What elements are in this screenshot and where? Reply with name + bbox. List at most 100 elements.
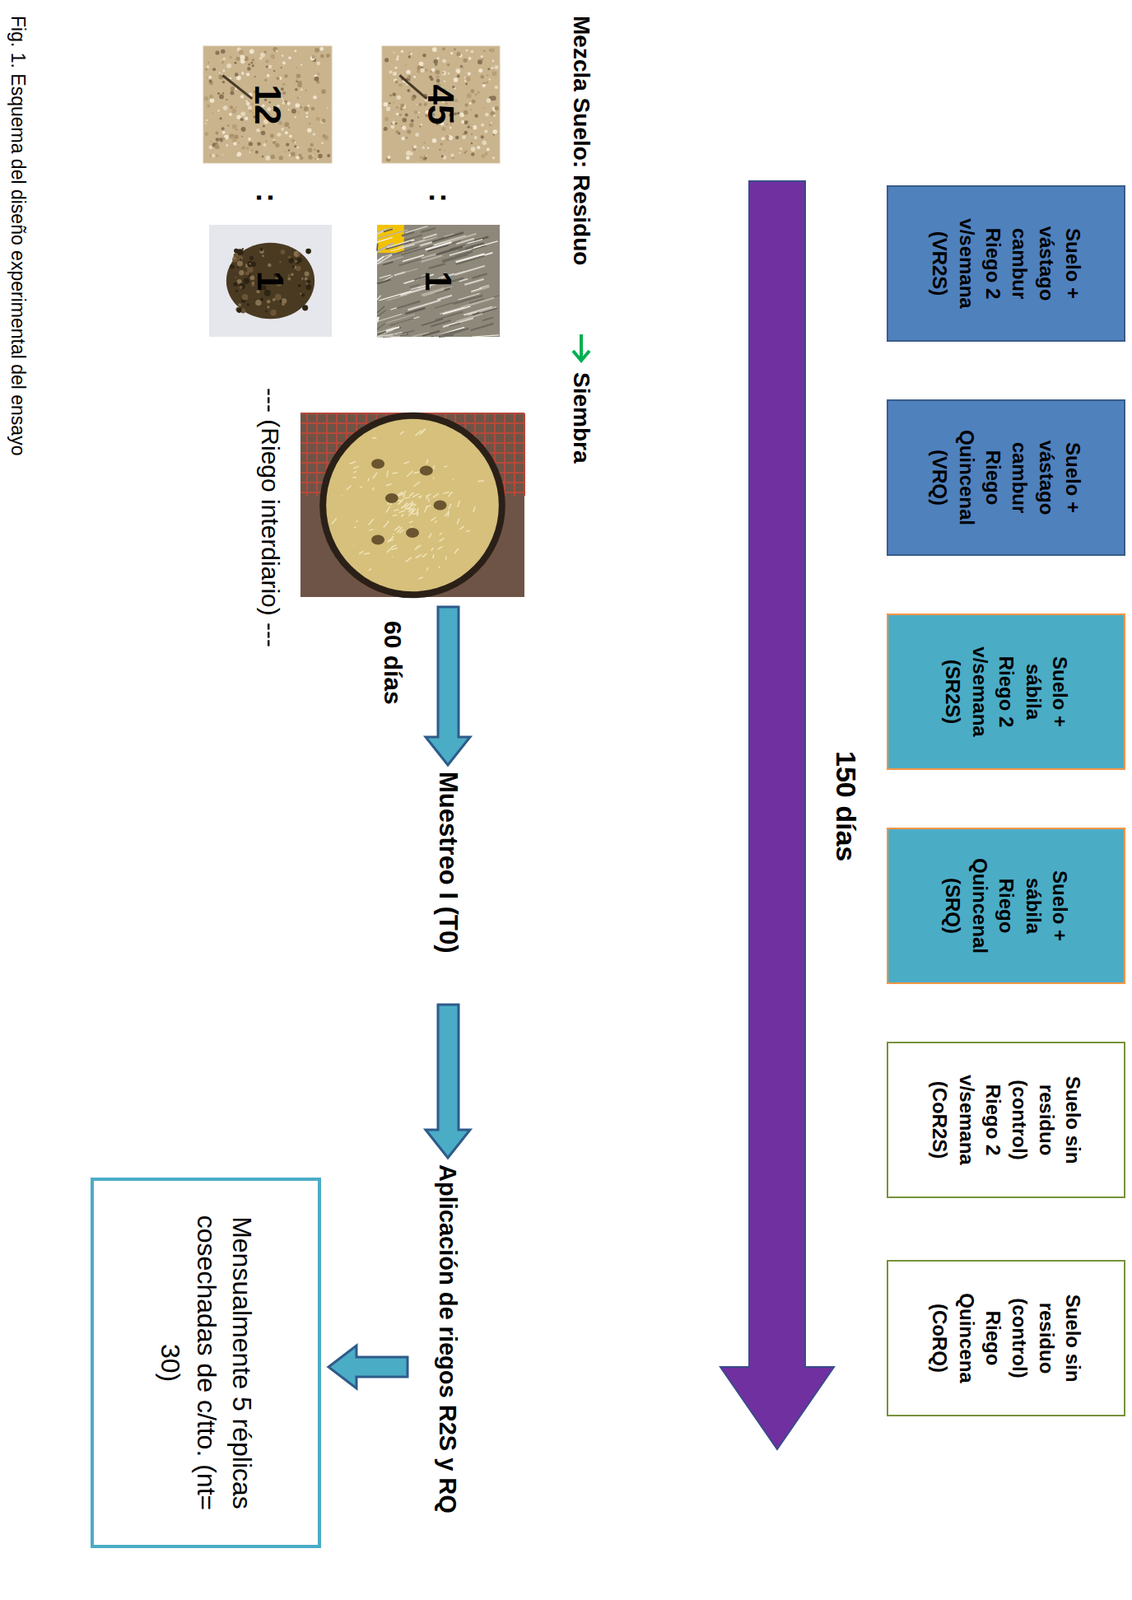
pot-fiber [456,518,459,525]
soil-grain [296,96,300,100]
soil-grain [483,50,485,52]
residue-flake [281,302,285,306]
soil-grain [463,58,468,63]
pot-rim [319,412,506,599]
residue-flake [244,278,247,281]
pot-fiber [437,545,443,550]
residue-flake [235,276,238,279]
step-label: Siembra [568,372,595,464]
soil-grain [440,143,443,146]
stem-fiber [377,321,387,330]
soil-grain [406,129,411,134]
soil-grain [294,88,299,92]
flow-arrow [328,1345,408,1389]
soil-grain [300,63,303,66]
soil-grain [251,61,254,65]
soil-grain [316,72,320,75]
stem-fiber [377,313,402,322]
soil-grain [395,122,398,126]
soil-grain [321,88,327,94]
soil-grain [306,115,309,118]
control-box: Suelo sin residuo (control) Riego 2 v/se… [886,1041,1126,1198]
soil-grain [242,145,247,150]
soil-grain [297,146,300,150]
soil-grain [221,126,225,131]
soil-grain [307,127,312,132]
soil-grain [226,63,232,69]
soil-grain [326,153,331,158]
soil-grain [211,153,215,158]
soil-grain [448,135,454,140]
soil-grain [247,137,252,141]
soil-grain [256,141,261,146]
soil-grain [207,61,210,64]
soil-grain [423,157,428,161]
stem-fiber [479,284,490,288]
stem-fiber [464,298,494,308]
soil-grain [414,132,420,137]
stem-fiber [471,335,499,337]
soil-grain [390,125,395,130]
stem-fiber [470,323,494,331]
residue-flake [242,293,249,301]
residue-flake [270,309,277,317]
soil-grain [477,90,480,94]
stem-fiber [377,327,401,335]
soil-grain [206,103,210,108]
stem-fiber [405,307,425,314]
soil-grain [270,54,275,59]
soil-grain [447,63,451,67]
soil-grain [392,71,397,76]
stem-fiber [420,228,436,233]
soil-grain [247,63,251,66]
soil-grain [307,104,309,107]
ratio-number: 12 [246,84,289,126]
soil-grain [212,111,215,114]
pot-fiber [414,471,420,474]
soil-grain [229,77,233,80]
pot-fiber [359,486,363,489]
soil-grain [481,58,484,61]
residue-flake [288,255,292,259]
treatment-box: Suelo + sábila Riego Quincenal (SRQ) [886,827,1126,984]
soil-grain [214,131,219,136]
soil-grain [489,78,491,80]
soil-grain [475,93,478,96]
pot-photo [300,412,525,599]
soil-grain [209,145,214,150]
stem-fiber [428,263,446,269]
soil-grain [262,124,266,127]
stem-fiber [389,318,414,326]
soil-grain [205,119,209,122]
seed-hole [419,465,434,476]
residue-flake [261,254,265,257]
soil-grain [436,56,440,61]
residue-flake [249,262,252,265]
pot-fiber [410,526,413,527]
residue-flake [266,305,270,308]
stem-fiber [377,295,382,300]
soil-grain [238,50,244,56]
soil-grain [215,137,219,141]
soil-grain [227,125,229,127]
soil-grain [405,69,410,75]
soil-grain [405,112,409,117]
soil-grain [486,74,489,77]
soil-grain [493,114,496,117]
pot-ground [300,413,525,597]
soil-grain [296,79,299,81]
residue-flake [279,260,282,264]
soil-grain [470,50,475,54]
pot-fiber [454,548,459,555]
soil-grain [218,137,223,141]
soil-grain [271,55,275,60]
tray-grid [513,413,516,496]
soil-grain [295,155,299,159]
pot-fiber [356,520,359,522]
pot-fiber [368,518,374,525]
residue-flake [274,293,282,301]
soil-grain [451,157,455,160]
soil-grain [288,149,291,152]
pot-fiber [426,459,429,464]
